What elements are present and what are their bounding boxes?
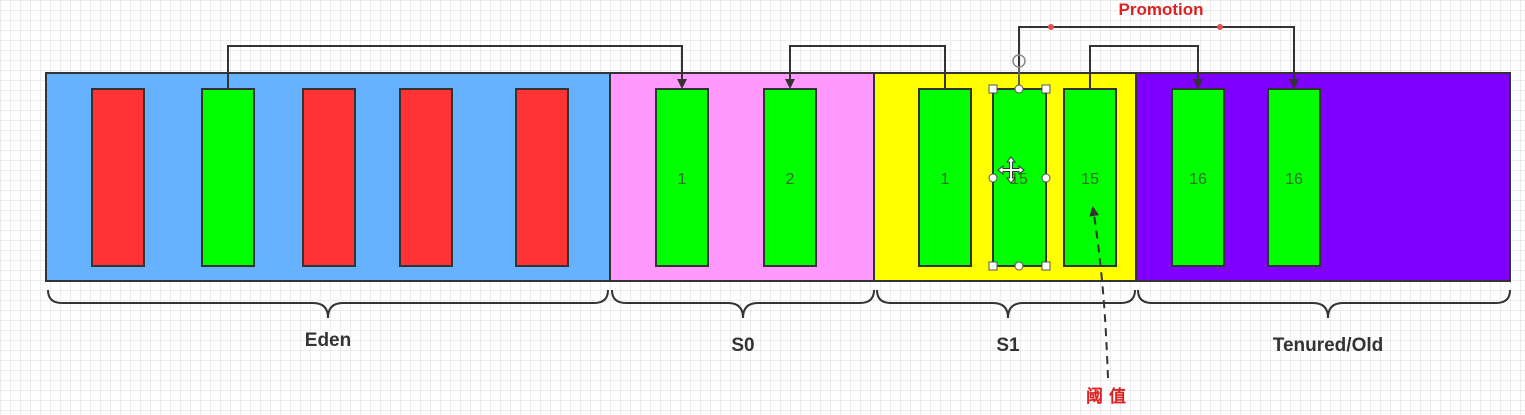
eden-label: Eden [305, 330, 351, 351]
s0-object-1 [655, 88, 709, 267]
tenured-brace [1137, 289, 1511, 319]
resize-handle[interactable] [988, 173, 998, 183]
resize-handle[interactable] [1014, 261, 1024, 271]
resize-handle[interactable] [1014, 84, 1024, 94]
eden-object-5 [515, 88, 569, 267]
resize-handle[interactable] [1041, 261, 1051, 271]
eden-object-2 [201, 88, 255, 267]
resize-handle[interactable] [988, 261, 998, 271]
eden-to-s0-arrow [227, 45, 687, 89]
s1-to-old-arrow [1089, 45, 1203, 89]
tenured-label: Tenured/Old [1273, 335, 1383, 356]
eden-object-3 [302, 88, 356, 267]
threshold-label: 阈 值 [1086, 386, 1126, 407]
s0-object-1-label: 1 [678, 171, 687, 188]
old-object-2-label: 16 [1285, 171, 1303, 188]
resize-handle[interactable] [1041, 173, 1051, 183]
old-object-2 [1267, 88, 1321, 267]
old-object-1-label: 16 [1189, 171, 1207, 188]
s1-object-3 [1063, 88, 1117, 267]
resize-handle[interactable] [988, 84, 998, 94]
s1-object-1-label: 1 [941, 171, 950, 188]
connector-waypoint [1217, 24, 1223, 30]
s1-brace [876, 289, 1136, 319]
promotion-arrow [1018, 26, 1299, 89]
s1-label: S1 [996, 335, 1020, 356]
s1-to-s0-arrow [785, 45, 946, 89]
s1-object-2-label: 15 [1010, 171, 1028, 188]
s1-object-1 [918, 88, 972, 267]
s0-brace [611, 289, 875, 319]
eden-object-4 [399, 88, 453, 267]
selection-handles[interactable] [988, 54, 1051, 271]
s0-object-2-label: 2 [786, 171, 795, 188]
s0-object-2 [763, 88, 817, 267]
connector-waypoint [1048, 24, 1054, 30]
promotion-label: Promotion [1119, 0, 1204, 19]
move-cursor-icon [997, 156, 1025, 184]
eden-object-1 [91, 88, 145, 267]
s0-region [609, 72, 875, 282]
s1-object-3-label: 15 [1081, 171, 1099, 188]
s0-label: S0 [731, 335, 754, 356]
eden-brace [47, 289, 609, 319]
resize-handle[interactable] [1041, 84, 1051, 94]
old-object-1 [1171, 88, 1225, 267]
